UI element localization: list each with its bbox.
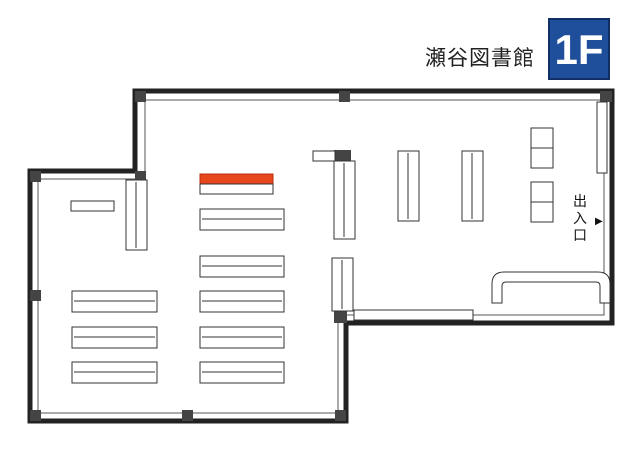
pillar: [600, 91, 612, 102]
pillar: [135, 91, 146, 102]
pillar: [334, 310, 347, 323]
entrance-char: 出: [573, 194, 587, 210]
pillar: [30, 171, 41, 182]
bench: [491, 271, 611, 304]
entrance-arrow-icon: ▶: [595, 216, 603, 227]
shelf-under-highlight: [199, 183, 274, 195]
desk-small: [70, 200, 115, 212]
pillar: [135, 171, 146, 182]
shelves: [70, 101, 608, 384]
pillar: [30, 410, 41, 421]
pillar: [182, 410, 193, 421]
shelf-highlighted: [199, 173, 274, 185]
pillar: [335, 410, 346, 421]
library-name: 瀬谷図書館: [425, 46, 535, 70]
entrance-label: 出 入 口 ▶: [573, 194, 603, 245]
pillar: [339, 91, 350, 102]
wall-segment-right: [596, 101, 608, 174]
inner-wall: [37, 99, 605, 414]
pillar: [30, 290, 41, 301]
entrance-char: 口: [573, 228, 587, 244]
shelf-low: [353, 309, 474, 321]
counter-small: [312, 150, 336, 162]
outer-wall: [27, 88, 615, 424]
pillars: [30, 91, 612, 421]
floor-badge: 1F: [548, 18, 610, 80]
pillar: [334, 150, 351, 161]
entrance-char: 入: [573, 211, 587, 227]
